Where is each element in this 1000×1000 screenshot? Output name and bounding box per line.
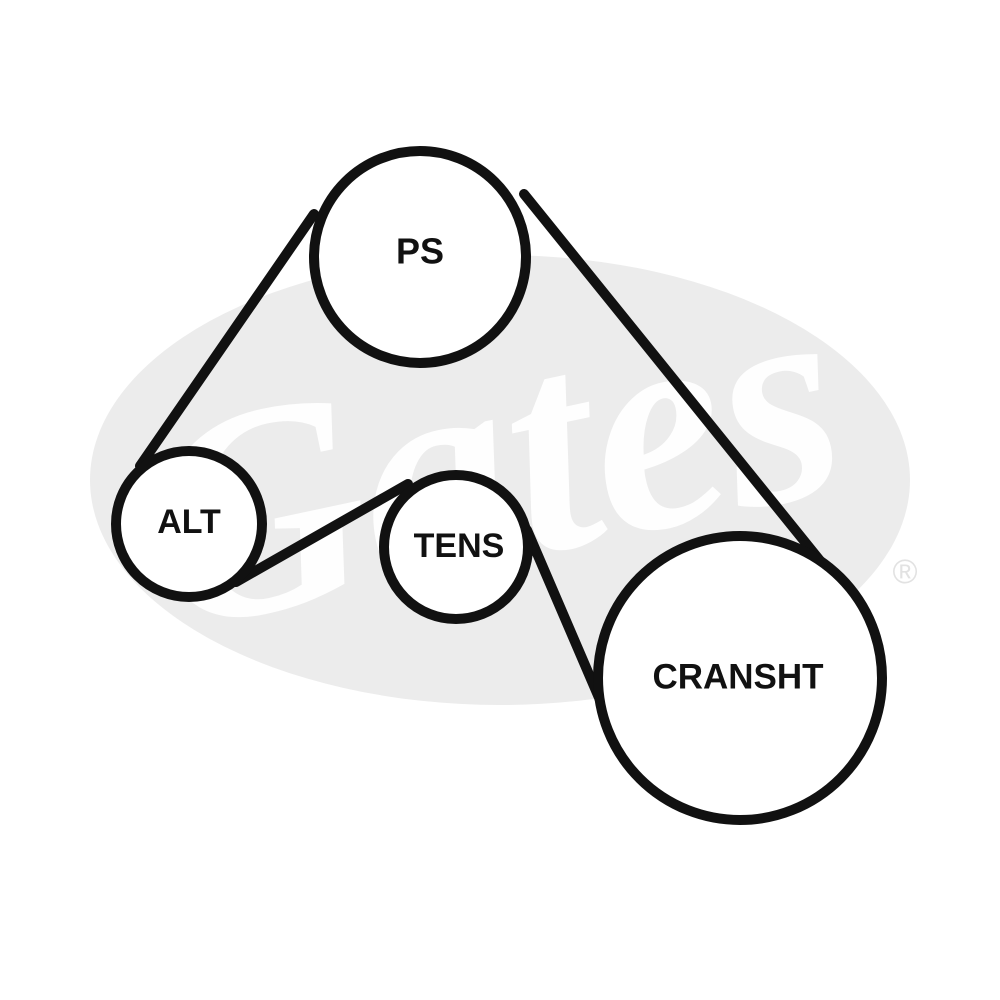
pulley-crank: CRANSHT bbox=[593, 531, 887, 825]
pulley-ps: PS bbox=[309, 146, 531, 368]
pulley-crank-label: CRANSHT bbox=[652, 658, 823, 697]
pulley-alt: ALT bbox=[111, 446, 267, 602]
pulley-tens: TENS bbox=[379, 470, 533, 624]
pulley-ps-label: PS bbox=[396, 231, 444, 272]
belt-segment-alt-to-ps bbox=[135, 209, 319, 471]
pulley-alt-circle bbox=[111, 446, 267, 602]
pulley-tens-circle bbox=[379, 470, 533, 624]
belt-segment-crank-to-tens bbox=[522, 525, 605, 705]
belt bbox=[135, 189, 831, 705]
pulley-tens-label: TENS bbox=[414, 527, 505, 565]
pulley-ps-circle bbox=[309, 146, 531, 368]
pulley-crank-circle bbox=[593, 531, 887, 825]
watermark-registered-mark: ® bbox=[892, 553, 917, 591]
belt-segment-ps-to-crank bbox=[519, 189, 831, 573]
pulley-alt-label: ALT bbox=[157, 503, 221, 541]
belt-segment-tens-to-alt bbox=[231, 479, 413, 587]
